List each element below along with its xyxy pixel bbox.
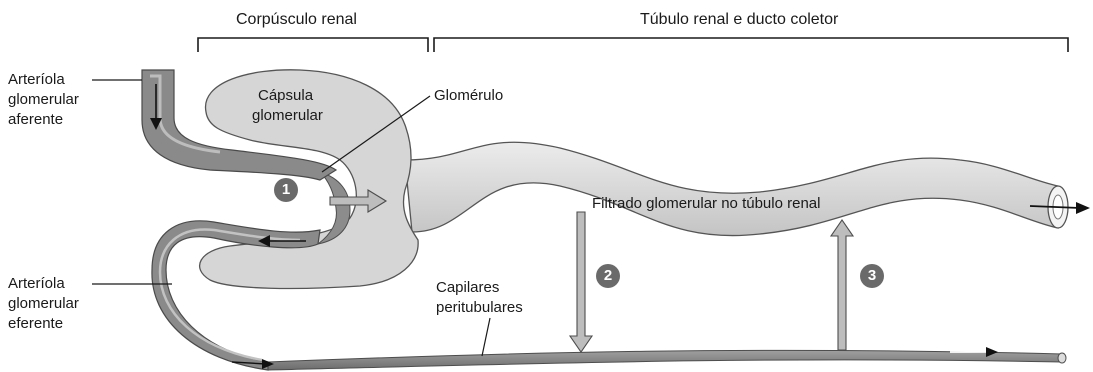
step-1-badge: 1 — [274, 178, 298, 202]
capillaries-leader — [482, 318, 490, 356]
secretion-arrow-down — [570, 212, 592, 352]
efferent-label-line3: eferente — [8, 314, 63, 333]
reabsorption-arrow-up — [831, 220, 853, 350]
capsule-label-line1: Cápsula — [258, 86, 313, 105]
peritubular-capillary — [268, 350, 1062, 370]
filtrate-label: Filtrado glomerular no túbulo renal — [592, 194, 820, 213]
glomerulus-label: Glomérulo — [434, 86, 503, 105]
step-3-badge: 3 — [860, 264, 884, 288]
tubule-bracket — [434, 38, 1068, 52]
renal-corpuscle-header: Corpúsculo renal — [236, 10, 357, 29]
tubule-duct-header: Túbulo renal e ducto coletor — [640, 10, 838, 29]
afferent-label-line2: glomerular — [8, 90, 79, 109]
step-2-badge: 2 — [596, 264, 620, 288]
capillaries-label-line2: peritubulares — [436, 298, 523, 317]
capillary-end — [1058, 353, 1066, 363]
afferent-label-line3: aferente — [8, 110, 63, 129]
corpuscle-bracket — [198, 38, 428, 52]
efferent-arteriole — [152, 221, 320, 370]
capsule-label-line2: glomerular — [252, 106, 323, 125]
efferent-label-line1: Arteríola — [8, 274, 65, 293]
efferent-label-line2: glomerular — [8, 294, 79, 313]
capillaries-label-line1: Capilares — [436, 278, 499, 297]
afferent-label-line1: Arteríola — [8, 70, 65, 89]
renal-tubule — [405, 142, 1058, 235]
